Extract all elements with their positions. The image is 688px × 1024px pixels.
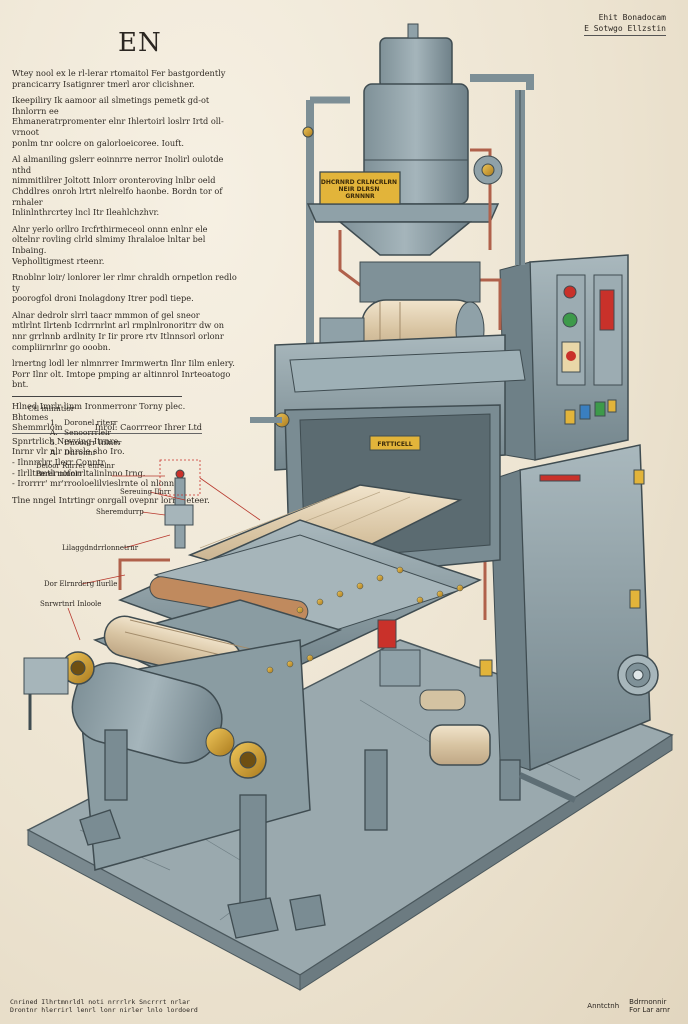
spec-row-left: Shemmrlom — [12, 422, 63, 433]
spec-heading: Hlned Imrlr linm Ironmerronr Torny plec. — [12, 401, 186, 412]
spec-subheading: Bhtomes — [12, 411, 49, 422]
footer-credits: Anntctnh Bdrrnonnir For Lar arnr — [587, 998, 670, 1014]
corner-note-line2: E Sotwgo Ellzstin — [584, 23, 666, 36]
callout-label: Sheremdurrp — [96, 508, 144, 516]
legend-item: A.Dnronnr — [50, 448, 97, 457]
callout-label: Deloor Rnrrer enrelnr Berel mlnnlo — [36, 462, 115, 478]
legend-item: 1.Doronel riterr — [50, 418, 118, 427]
description-column: Wtey nool ex le rl-lerar rtomaitol Fer b… — [12, 68, 237, 505]
right-cabinet — [489, 444, 659, 772]
spec-item: Inrnr vlr nlr nhrsle sho Iro. — [12, 446, 125, 457]
legend-item: A.Senoorrrlelr — [50, 428, 112, 437]
description-paragraph: lrnertng lodl ler nlmnrrer Imrmwertn Iln… — [12, 358, 235, 390]
legend: Ctl inlnntlor 1.Doronel riterr A.Senoorr… — [28, 404, 121, 458]
description-paragraph: Rnoblnr loir/ lonlorer ler rlmr chraldh … — [12, 272, 237, 304]
corner-note: Ehit Bonadocam E Sotwgo Ellzstin — [584, 12, 666, 36]
gauge-post — [159, 459, 201, 549]
footer-credit-a: Anntctnh — [587, 1002, 620, 1010]
description-paragraph: Alnar dedrolr slrrl taacr mmmon of gel s… — [12, 309, 225, 352]
footer-note: Cnrined Ilhrtmnrldl noti nrrrlrk Sncrrrt… — [10, 998, 198, 1014]
spec-item: - Ilrlltrmtlruoforrltalinlnno Irng. — [12, 467, 146, 478]
callout-label: Lilaggdndrrlonnetrnr — [62, 544, 139, 552]
bolts — [266, 566, 464, 674]
spec-item: - Ilnnrrlrr Ilerr Conntr — [12, 457, 105, 467]
hopper-plate: DHCRNRD CRLNCRLRN NEIR DLRSN GRNNNR — [321, 179, 399, 200]
callout-label: Sereuing Ilnrr — [120, 488, 171, 496]
divider — [12, 396, 182, 398]
frame-plate: FRTTICELL — [377, 441, 412, 448]
legend-item: 5.Dnoonrr Inlner — [50, 438, 122, 447]
callout-label: Snrwrtnrl Inloole — [40, 600, 102, 608]
legend-list: 1.Doronel riterr A.Senoorrrlelr 5.Dnoonr… — [28, 418, 121, 458]
description-footer-line: Tlne nngel Intrtingr onrgall ovepnr lorr… — [12, 494, 210, 505]
callout-leaders — [67, 475, 261, 641]
spec-list: Spnrtrlich Nevving Itrnre. Inrnr vlr nlr… — [12, 436, 237, 489]
spec-row-right: Inrol: Caorrreor Ihrer Ltd — [94, 422, 202, 433]
control-cabinet — [499, 254, 629, 461]
side-pump — [377, 619, 577, 803]
spec-row: Shemmrlom Inrol: Caorrreor Ihrer Ltd — [12, 422, 202, 434]
corner-note-line1: Ehit Bonadocam — [598, 13, 666, 22]
description-paragraph: Al almaniling gslerr eoinnrre nerror Ino… — [12, 154, 224, 218]
spec-item: - Irorrrr' mr'rrooloelilvieslrnte ol nlo… — [12, 478, 179, 489]
callout-label: Dor Elrnrdcrg llurlle — [44, 580, 118, 588]
description-paragraph: Ikeepiliry Ik aamoor ail slmetings pemet… — [12, 95, 224, 148]
spec-item: Spnrtrlich Nevving Itrnre. — [12, 435, 122, 446]
description-paragraph: Wtey nool ex le rl-lerar rtomaitol Fer b… — [12, 68, 226, 89]
legend-heading: Ctl inlnntlor — [28, 404, 75, 413]
footer-credit-b: Bdrrnonnir For Lar arnr — [629, 998, 670, 1014]
support-legs — [79, 729, 521, 939]
hopper: DHCRNRD CRLNCRLRN NEIR DLRSN GRNNNR — [306, 23, 500, 256]
page-title: EN — [118, 28, 162, 58]
description-paragraph: Alnr yerlo orllro Ircfrthirmeceol onnn e… — [12, 223, 208, 266]
